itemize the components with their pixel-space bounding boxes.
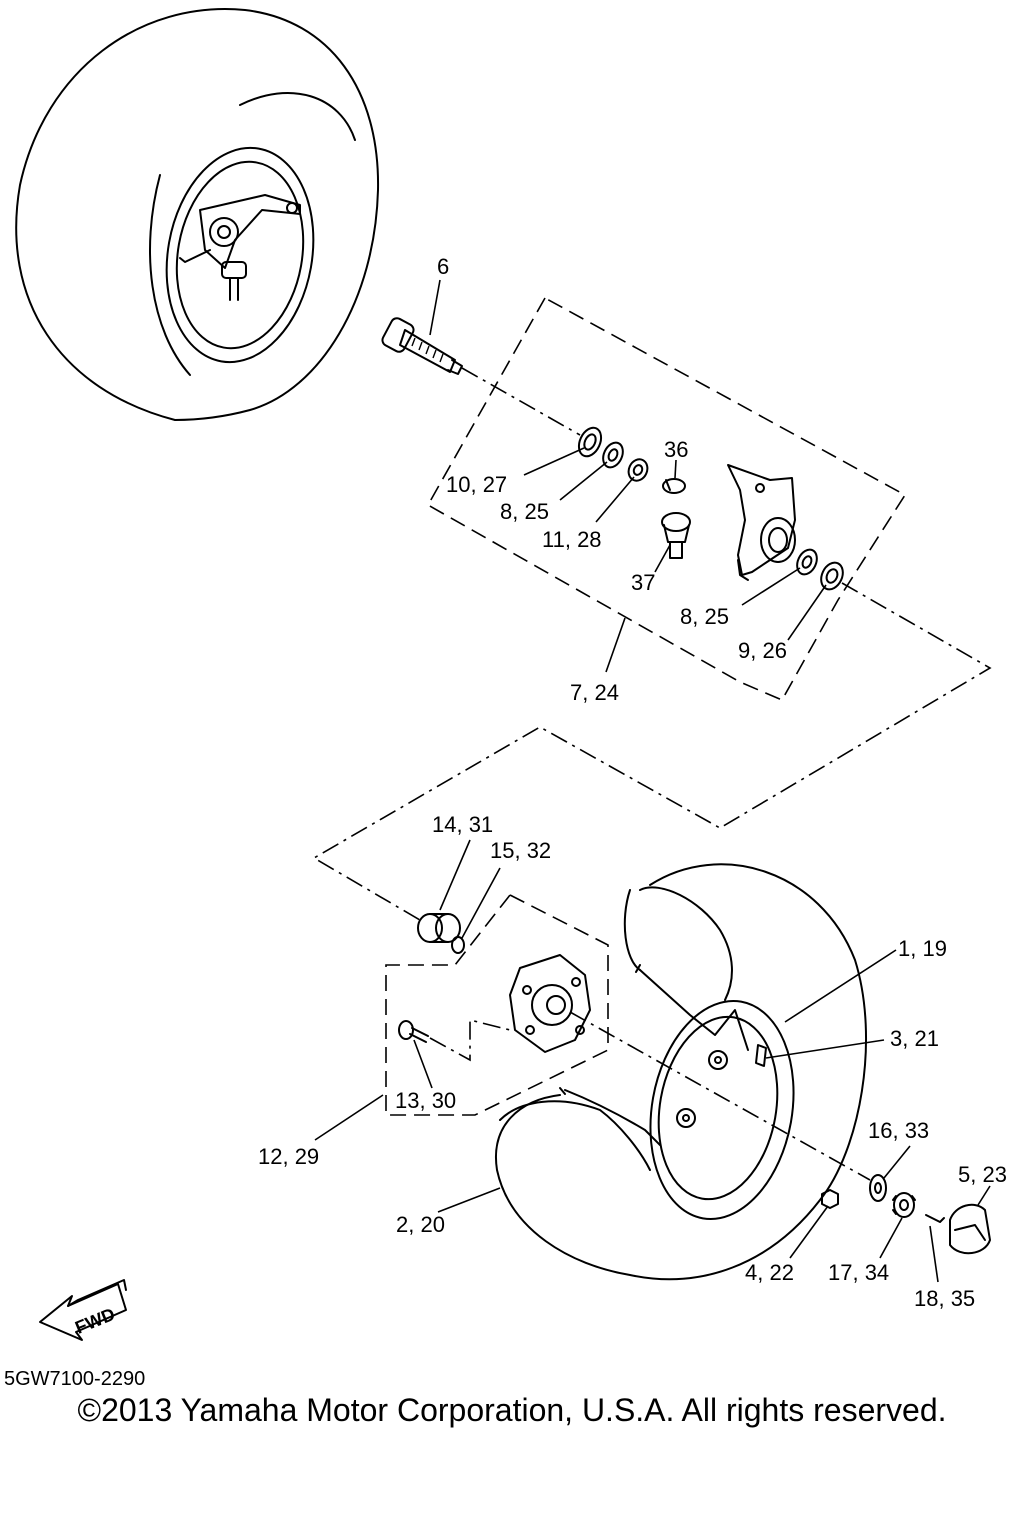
callout-2-20: 2, 20 xyxy=(396,1212,445,1237)
callout-18-35: 18, 35 xyxy=(914,1286,975,1311)
bearing-seal-10-27 xyxy=(577,426,603,458)
axle-centerline xyxy=(461,367,581,436)
castle-nut-17-34 xyxy=(892,1192,916,1218)
callout-16-33: 16, 33 xyxy=(868,1118,929,1143)
tire-and-rim xyxy=(495,863,868,1281)
bolt-centerline xyxy=(429,1018,511,1062)
wheel-hub xyxy=(509,954,591,1053)
callout-13-30: 13, 30 xyxy=(395,1088,456,1113)
bolt-13-30 xyxy=(398,1020,429,1043)
cotter-pin-18-35 xyxy=(925,1214,945,1223)
callout-5-23: 5, 23 xyxy=(958,1162,1007,1187)
spacer-11-28 xyxy=(627,458,649,482)
callout-1-19: 1, 19 xyxy=(898,936,947,961)
nut-4-22 xyxy=(821,1189,839,1209)
steering-knuckle xyxy=(727,464,796,581)
circlip-36 xyxy=(662,478,686,494)
hub-cap-5-23 xyxy=(949,1203,991,1255)
callout-17-34: 17, 34 xyxy=(828,1260,889,1285)
ball-joint-37 xyxy=(661,512,691,559)
callout-12-29: 12, 29 xyxy=(258,1144,319,1169)
hub-centerline xyxy=(569,1011,871,1181)
washer-16-33 xyxy=(869,1174,887,1202)
callout-10-27: 10, 27 xyxy=(446,472,507,497)
callout-9-26: 9, 26 xyxy=(738,638,787,663)
callout-37: 37 xyxy=(631,570,655,595)
bearing-8-25-lower xyxy=(796,548,818,576)
bearing-8-25-upper xyxy=(602,441,624,469)
assembly-centerline xyxy=(312,582,992,921)
callout-11-28: 11, 28 xyxy=(542,527,602,552)
callout-8-25-upper: 8, 25 xyxy=(500,499,549,524)
fwd-label: FWD xyxy=(72,1304,117,1338)
callout-6: 6 xyxy=(437,254,449,279)
spacer-14-31 xyxy=(417,913,461,943)
forward-direction-arrow-icon: FWD xyxy=(39,1279,127,1341)
diagram-code: 5GW7100-2290 xyxy=(4,1368,146,1390)
callout-8-25-lower: 8, 25 xyxy=(680,604,729,629)
callout-36: 36 xyxy=(664,437,688,462)
assembled-wheel-illustration xyxy=(15,8,380,421)
callout-4-22: 4, 22 xyxy=(745,1260,794,1285)
callout-7-24: 7, 24 xyxy=(570,680,619,705)
hub-assembly-group-outline xyxy=(385,893,609,1116)
axle-part-6 xyxy=(381,317,463,375)
oring-15-32 xyxy=(451,936,465,954)
callout-3-21: 3, 21 xyxy=(890,1026,939,1051)
copyright-notice: ©2013 Yamaha Motor Corporation, U.S.A. A… xyxy=(77,1392,947,1428)
seal-9-26 xyxy=(820,561,844,591)
callout-leader-lines xyxy=(314,279,991,1283)
callout-15-32: 15, 32 xyxy=(490,838,551,863)
callout-14-31: 14, 31 xyxy=(432,812,493,837)
